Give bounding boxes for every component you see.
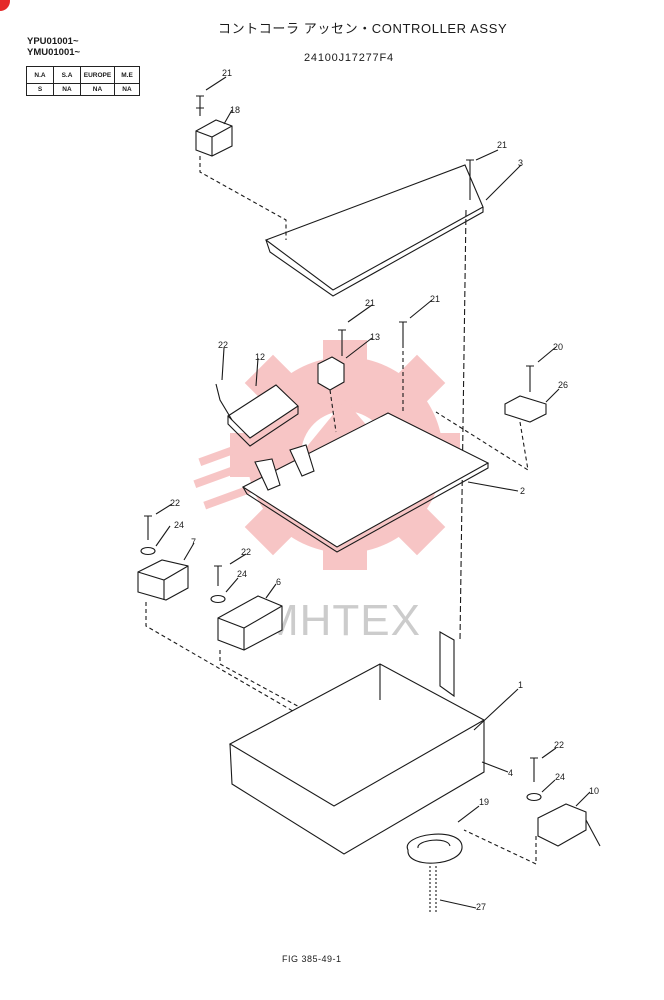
bolt-21-c <box>338 329 346 356</box>
part-number: 24100J17277F4 <box>304 52 394 64</box>
part-6-box <box>217 595 283 651</box>
callout-19: 19 <box>479 797 489 807</box>
callout-24-a: 24 <box>174 520 184 530</box>
callout-10: 10 <box>589 786 599 796</box>
callout-21-b: 21 <box>497 140 507 150</box>
callout-22-d: 22 <box>554 740 564 750</box>
callout-27: 27 <box>476 902 486 912</box>
region-table: N.A S.A EUROPE M.E S NA NA NA <box>26 66 140 96</box>
bolt-21-d <box>399 321 407 344</box>
page-title: コントコーラ アッセン・CONTROLLER ASSY <box>218 21 508 36</box>
callout-6: 6 <box>276 577 281 587</box>
serial-line-2: YMU01001~ <box>27 47 81 58</box>
part-18-block <box>195 119 233 157</box>
part-19-harness <box>406 833 463 864</box>
callout-22-b: 22 <box>170 498 180 508</box>
serial-line-1: YPU01001~ <box>27 36 79 47</box>
corner-badge <box>0 0 10 11</box>
part-12-module <box>227 384 299 439</box>
part-13-relay <box>317 356 345 391</box>
callout-22-a: 22 <box>218 340 228 350</box>
callout-21-d: 21 <box>430 294 440 304</box>
callout-24-c: 24 <box>555 772 565 782</box>
callout-3: 3 <box>518 158 523 168</box>
callout-1: 1 <box>518 680 523 690</box>
bolt-22-b <box>214 565 222 586</box>
serial-range: YPU01001~ YMU01001~ <box>27 36 80 58</box>
callout-12: 12 <box>255 352 265 362</box>
bolt-22-c <box>530 757 538 782</box>
watermark-text: MHTEX <box>262 596 421 645</box>
callout-24-b: 24 <box>237 569 247 579</box>
callout-20: 20 <box>553 342 563 352</box>
part-26-bracket <box>504 395 547 423</box>
callout-26: 26 <box>558 380 568 390</box>
middle-plate <box>241 412 490 548</box>
region-header-me: M.E <box>114 66 140 84</box>
callout-22-c: 22 <box>241 547 251 557</box>
washer-24-a <box>140 546 156 556</box>
region-value-me: NA <box>114 83 140 96</box>
bolt-21-b <box>466 159 474 180</box>
callout-21-c: 21 <box>365 298 375 308</box>
figure-caption: FIG 385-49-1 <box>282 954 342 964</box>
part-10-box <box>537 803 587 847</box>
part-27-cable <box>429 866 437 912</box>
callout-2: 2 <box>520 486 525 496</box>
washer-24-b <box>210 594 226 604</box>
bolt-22-a <box>144 515 152 540</box>
callout-4: 4 <box>508 768 513 778</box>
callout-7: 7 <box>191 537 196 547</box>
washer-24-c <box>526 792 542 802</box>
base-frame <box>228 663 486 807</box>
top-plate <box>264 164 484 291</box>
bolt-20 <box>526 365 534 392</box>
bolt-21-a <box>196 95 204 116</box>
callout-21-a: 21 <box>222 68 232 78</box>
callout-18: 18 <box>230 105 240 115</box>
callout-13: 13 <box>370 332 380 342</box>
